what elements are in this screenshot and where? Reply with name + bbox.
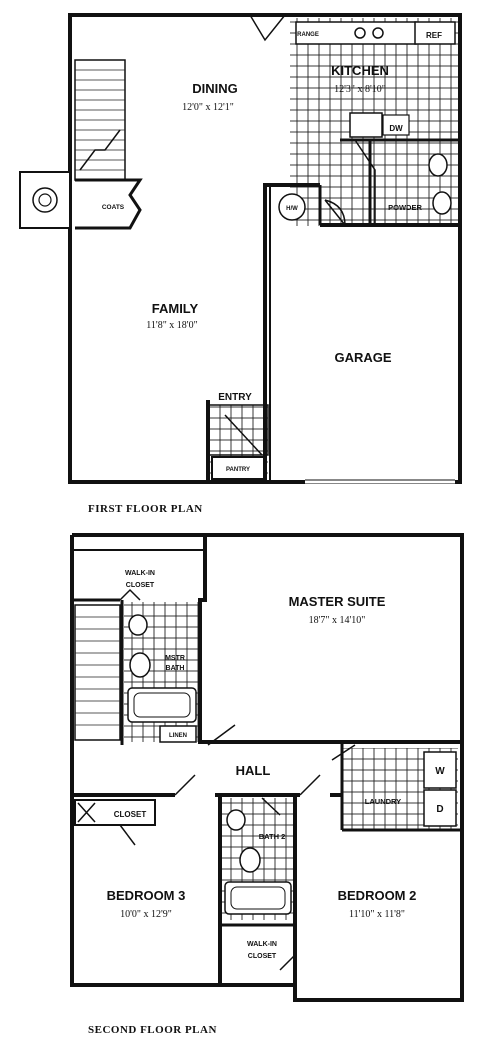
pantry-label: PANTRY bbox=[226, 467, 250, 473]
door-swing bbox=[249, 14, 286, 42]
room-label-bedroom-3: BEDROOM 3 bbox=[107, 888, 186, 903]
room-label-bedroom-2: BEDROOM 2 bbox=[338, 888, 417, 903]
dishwasher-label: DW bbox=[389, 124, 403, 133]
room-label-walkin-closet-1a: WALK-IN bbox=[125, 570, 155, 577]
room-label-hall: HALL bbox=[236, 763, 271, 778]
room-label-master-bath-b: BATH bbox=[166, 665, 185, 672]
dryer bbox=[423, 789, 457, 827]
room-label-kitchen: KITCHEN bbox=[331, 63, 389, 78]
second-floor-caption: SECOND FLOOR PLAN bbox=[88, 1024, 217, 1036]
refrigerator bbox=[414, 21, 456, 45]
second-floor-plan: MASTER SUITE 18'7" x 14'10" WALK-IN CLOS… bbox=[70, 533, 464, 1036]
water-heater-label: H/W bbox=[286, 206, 298, 212]
door-swing bbox=[174, 774, 196, 796]
room-size-master-suite: 18'7" x 14'10" bbox=[309, 615, 366, 626]
room-size-dining: 12'0" x 12'1" bbox=[182, 102, 234, 113]
stairs bbox=[74, 604, 121, 741]
kitchen-sink bbox=[349, 112, 383, 138]
room-size-bedroom-3: 10'0" x 12'9" bbox=[120, 909, 172, 920]
room-label-coats: COATS bbox=[102, 204, 125, 211]
room-size-bedroom-2: 11'10" x 11'8" bbox=[349, 909, 405, 920]
water-heater bbox=[278, 193, 306, 221]
closet-1 bbox=[74, 799, 156, 826]
sink-icon bbox=[226, 809, 246, 831]
stairs bbox=[74, 59, 126, 181]
first-floor-plan: DINING 12'0" x 12'1" KITCHEN 12'3" x 8'1… bbox=[19, 13, 462, 515]
burner-icon bbox=[354, 27, 366, 39]
linen-closet bbox=[159, 725, 197, 743]
dishwasher bbox=[382, 114, 410, 136]
room-label-entry: ENTRY bbox=[218, 392, 252, 403]
range-label: RANGE bbox=[297, 32, 319, 38]
room-label-bath-2: BATH 2 bbox=[259, 832, 286, 841]
first-floor-caption: FIRST FLOOR PLAN bbox=[88, 503, 203, 515]
room-label-family: FAMILY bbox=[152, 301, 199, 316]
door-swing bbox=[207, 724, 236, 746]
washer bbox=[423, 751, 457, 789]
room-label-master-bath-a: MSTR bbox=[165, 655, 185, 662]
second-floor-outer-wall bbox=[70, 533, 464, 1002]
toilet-icon bbox=[428, 153, 448, 177]
room-label-walkin-closet-1b: CLOSET bbox=[126, 582, 155, 589]
room-label-dining: DINING bbox=[192, 81, 238, 96]
sink-icon bbox=[128, 614, 148, 636]
room-label-walkin-closet-2b: CLOSET bbox=[248, 953, 277, 960]
burner-icon bbox=[372, 27, 384, 39]
room-label-walkin-closet-2a: WALK-IN bbox=[247, 941, 277, 948]
room-size-family: 11'8" x 18'0" bbox=[146, 320, 197, 331]
refrigerator-label: REF bbox=[426, 31, 442, 40]
room-label-garage: GARAGE bbox=[334, 350, 391, 365]
room-label-closet-1: CLOSET bbox=[114, 810, 147, 819]
toilet-icon bbox=[129, 652, 151, 678]
toilet-icon bbox=[239, 847, 261, 873]
room-label-linen: LINEN bbox=[169, 733, 187, 739]
room-size-kitchen: 12'3" x 8'10" bbox=[334, 84, 386, 95]
pantry-closet bbox=[211, 456, 265, 480]
room-label-laundry: LAUNDRY bbox=[365, 797, 401, 806]
room-label-powder: POWDER bbox=[388, 203, 422, 212]
dryer-label: D bbox=[436, 804, 443, 815]
washer-label: W bbox=[435, 766, 445, 777]
sink-icon bbox=[432, 191, 452, 215]
room-label-master-suite: MASTER SUITE bbox=[289, 594, 386, 609]
